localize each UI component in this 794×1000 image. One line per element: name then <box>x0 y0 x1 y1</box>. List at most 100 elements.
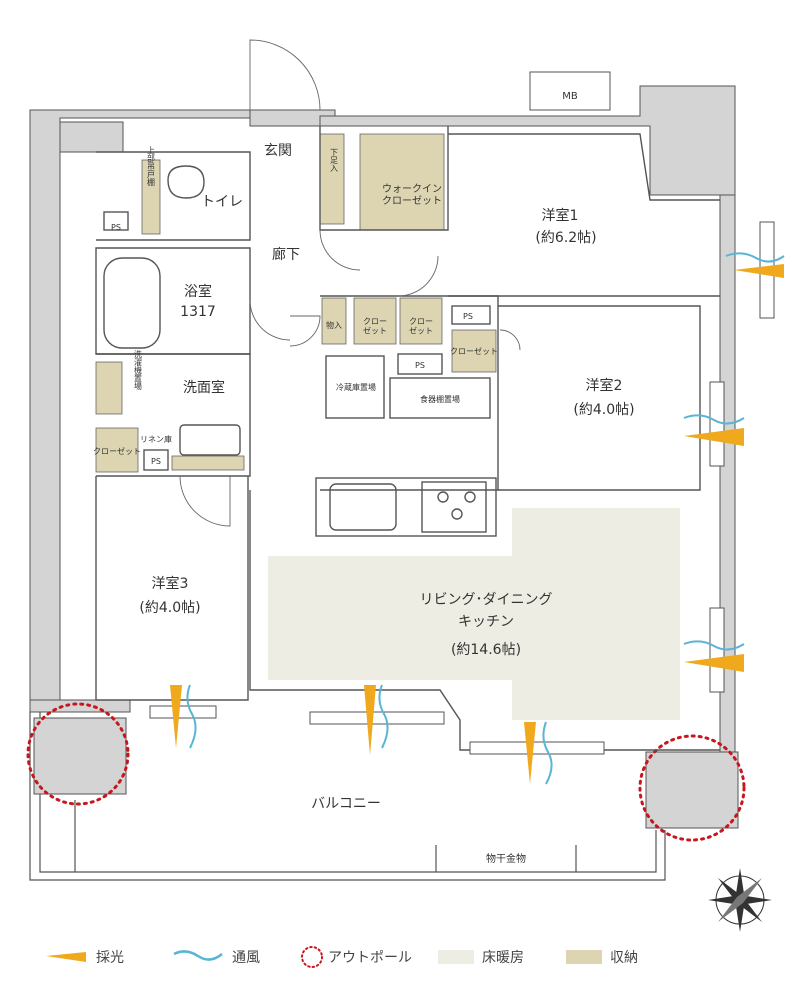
legend-light-icon <box>46 952 86 962</box>
closet-left-label: クローゼット <box>93 446 141 456</box>
outpole-marker-right <box>638 734 746 842</box>
monoire-label: 物入 <box>326 320 342 330</box>
room3-label: 洋室3 <box>152 575 189 592</box>
wic-walls <box>319 126 449 231</box>
compass-icon <box>708 868 772 932</box>
toilet-ps <box>103 211 129 231</box>
legend-floorheat-icon <box>438 950 474 964</box>
dish-cabinet-space <box>389 377 491 419</box>
room2-ps <box>451 305 491 325</box>
monoire-storage <box>321 297 347 345</box>
wash-upper-storage <box>95 361 123 415</box>
linen-shelf <box>171 455 245 471</box>
closet-a-storage <box>353 297 397 345</box>
geta-label: 下足入 <box>330 148 339 172</box>
fridge-space <box>325 355 385 419</box>
legend: 採光 通風 アウトポール 床暖房 収納 <box>46 946 638 968</box>
wind-ldk-bottom-2 <box>542 721 553 785</box>
room2-walls <box>498 305 701 491</box>
light-wind-indicators <box>170 252 785 785</box>
room2-ps-label: PS <box>463 312 473 321</box>
toilet-storage-label: 上部吊戸棚 <box>147 146 156 187</box>
wash-basin <box>179 424 241 456</box>
kitchen-storage-walls <box>320 295 499 491</box>
storage-areas <box>95 133 497 473</box>
entrance-door <box>249 39 321 111</box>
light-room2 <box>684 428 744 446</box>
room2-label: 洋室2 <box>586 377 623 394</box>
monohoshi-label: 物干金物 <box>486 852 526 865</box>
legend-storage-icon <box>566 950 602 964</box>
genkan-label: 玄関 <box>264 142 292 159</box>
toilet-label: トイレ <box>201 194 243 210</box>
walk-in-closet <box>359 133 445 231</box>
wind-room2 <box>683 414 745 425</box>
wind-room3 <box>186 684 197 749</box>
bath-size: 1317 <box>180 304 216 320</box>
toilet-walls <box>96 151 251 241</box>
legend-wind-label: 通風 <box>232 950 260 966</box>
closet-c-door <box>499 329 521 351</box>
bath-label: 浴室 <box>184 283 212 300</box>
wic-label-1: ウォークイン <box>382 183 442 195</box>
ldk-size: (約14.6帖) <box>451 642 521 658</box>
kitchen-ps-label: PS <box>415 361 425 370</box>
bath-walls <box>95 247 251 355</box>
kitchen-stove <box>421 481 487 533</box>
kitchen-sink <box>329 483 397 531</box>
mb-label: MB <box>562 91 578 102</box>
wind-ldk-bottom-1 <box>378 684 389 749</box>
room3-size: (約4.0帖) <box>139 600 200 616</box>
wind-room1 <box>725 252 785 263</box>
ldk-label-2: キッチン <box>458 614 514 630</box>
balcony-rail <box>29 712 666 881</box>
hall-door-2 <box>289 315 321 347</box>
washer-label: 洗濯機置場 <box>134 349 143 391</box>
room3-window <box>149 705 217 719</box>
ldk-window-bottom-2 <box>469 741 605 755</box>
kitchen-counter <box>315 477 497 537</box>
toilet-ps-label: PS <box>111 223 121 232</box>
bathtub <box>103 257 161 349</box>
wash-door <box>249 299 291 341</box>
fridge-label: 冷蔵庫置場 <box>336 382 376 392</box>
light-ldk <box>684 654 744 672</box>
toilet-storage <box>141 159 161 235</box>
room1-top-walls <box>448 133 720 201</box>
closet-c-storage <box>451 329 497 373</box>
burner-1 <box>437 491 449 503</box>
wind-ldk <box>683 640 745 651</box>
legend-pole-label: アウトポール <box>328 950 412 966</box>
floor-heating-area <box>268 508 680 720</box>
room1-door <box>397 255 439 297</box>
wash-ps-label: PS <box>151 457 161 466</box>
structural-walls <box>29 85 736 761</box>
legend-light-label: 採光 <box>96 950 124 966</box>
outpole-marker-left <box>26 702 130 806</box>
closet-b-storage <box>399 297 443 345</box>
outpole-column-right <box>645 751 739 829</box>
room3-door <box>179 475 231 527</box>
ldk-label-1: リビング･ダイニング <box>420 592 553 608</box>
legend-pole-icon <box>301 946 323 968</box>
legend-wind-icon <box>173 950 223 961</box>
wic-label-2: クローゼット <box>382 195 442 207</box>
dish-label: 食器棚置場 <box>420 394 460 404</box>
closet-left-storage <box>95 427 139 473</box>
burner-2 <box>464 491 476 503</box>
legend-storage-label: 収納 <box>610 950 638 966</box>
light-ldk-bottom-2 <box>524 722 536 784</box>
mb-box <box>529 71 611 111</box>
rouka-label: 廊下 <box>272 246 300 263</box>
shoe-storage <box>319 133 345 225</box>
closet-b-label: クローゼット <box>409 317 433 336</box>
balcony-rail-inner <box>39 712 657 873</box>
room2-size: (約4.0帖) <box>573 402 634 418</box>
closet-a-label: クローゼット <box>363 317 387 336</box>
doors <box>179 39 521 527</box>
wall-bottom-left <box>29 699 131 713</box>
ldk-window-bottom-1 <box>309 711 445 725</box>
light-room1 <box>734 264 784 278</box>
linen-label: リネン庫 <box>140 434 172 444</box>
